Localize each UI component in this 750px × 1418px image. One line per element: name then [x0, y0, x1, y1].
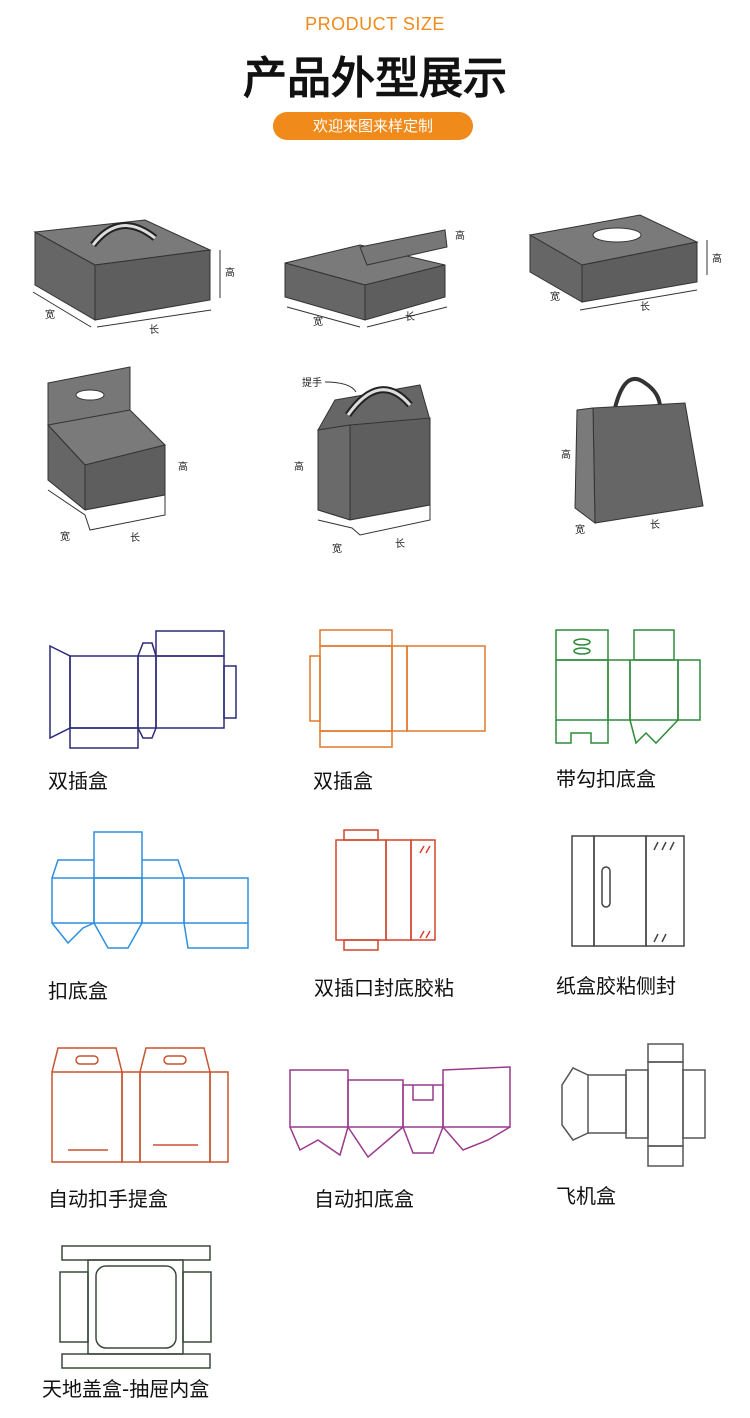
dimension-label: 宽 [550, 290, 560, 303]
box-illustration-hanging: 高 宽 长 [47, 366, 188, 544]
caption-double-tuck-2: 双插盒 [313, 769, 373, 793]
dimension-label: 宽 [60, 530, 70, 543]
caption-hook-lock-bottom: 带勾扣底盒 [556, 767, 656, 791]
caption-lock-bottom: 扣底盒 [48, 979, 108, 1003]
dimension-label: 高 [178, 460, 188, 473]
dimension-label: 高 [455, 229, 465, 242]
box-illustration-tissue: 高 宽 长 [528, 214, 722, 313]
dimension-label: 宽 [332, 542, 342, 555]
dimension-label: 高 [294, 460, 304, 473]
dimension-label: 宽 [313, 315, 323, 328]
caption-auto-lock-handle: 自动扣手提盒 [48, 1187, 168, 1211]
box-illustration-handle-lid: 高 宽 长 [32, 219, 235, 336]
caption-side-glued: 纸盒胶粘侧封 [556, 974, 676, 998]
dieline-hook-lock-bottom-green [555, 629, 701, 745]
box-illustration-gable-handle: 提手 高 宽 长 [294, 376, 431, 555]
caption-telescope-drawer: 天地盖盒-抽屉内盒 [42, 1377, 210, 1401]
dimension-label: 高 [561, 448, 571, 461]
height-label: 高 [225, 266, 235, 279]
dimension-label: 宽 [575, 523, 585, 536]
dieline-mailer-box-gray [561, 1043, 706, 1167]
caption-auto-lock-bottom: 自动扣底盒 [314, 1187, 414, 1211]
dieline-tuck-glued-bottom-red [335, 829, 436, 951]
page-title: 产品外型展示 [243, 53, 507, 104]
dimension-label: 长 [650, 519, 660, 531]
dieline-double-tuck-navy [49, 630, 237, 749]
dimension-label: 长 [395, 538, 405, 550]
box-illustration-open-lid: 高 宽 长 [284, 229, 465, 328]
box-illustration-paper-bag: 高 宽 长 [561, 376, 704, 536]
dieline-double-tuck-orange [309, 629, 486, 748]
dieline-auto-lock-handle-rust [51, 1047, 229, 1163]
length-label: 长 [149, 324, 159, 336]
caption-mailer-box: 飞机盒 [556, 1184, 616, 1208]
dieline-side-glued-gray [571, 835, 685, 947]
dieline-telescope-drawer-box [59, 1245, 212, 1369]
dieline-lock-bottom-blue [51, 831, 249, 949]
width-label: 宽 [45, 308, 55, 321]
handle-label: 提手 [302, 376, 322, 389]
dimension-label: 长 [405, 311, 415, 323]
dimension-label: 长 [130, 532, 140, 544]
dimension-label: 长 [640, 301, 650, 313]
caption-tuck-glued-bottom: 双插口封底胶粘 [314, 976, 454, 1000]
caption-double-tuck-1: 双插盒 [48, 769, 108, 793]
dimension-label: 高 [712, 252, 722, 265]
section-kicker: PRODUCT SIZE [305, 14, 445, 34]
custom-order-badge: 欢迎来图来样定制 [273, 112, 473, 140]
dieline-auto-lock-bottom-purple [289, 1066, 511, 1159]
